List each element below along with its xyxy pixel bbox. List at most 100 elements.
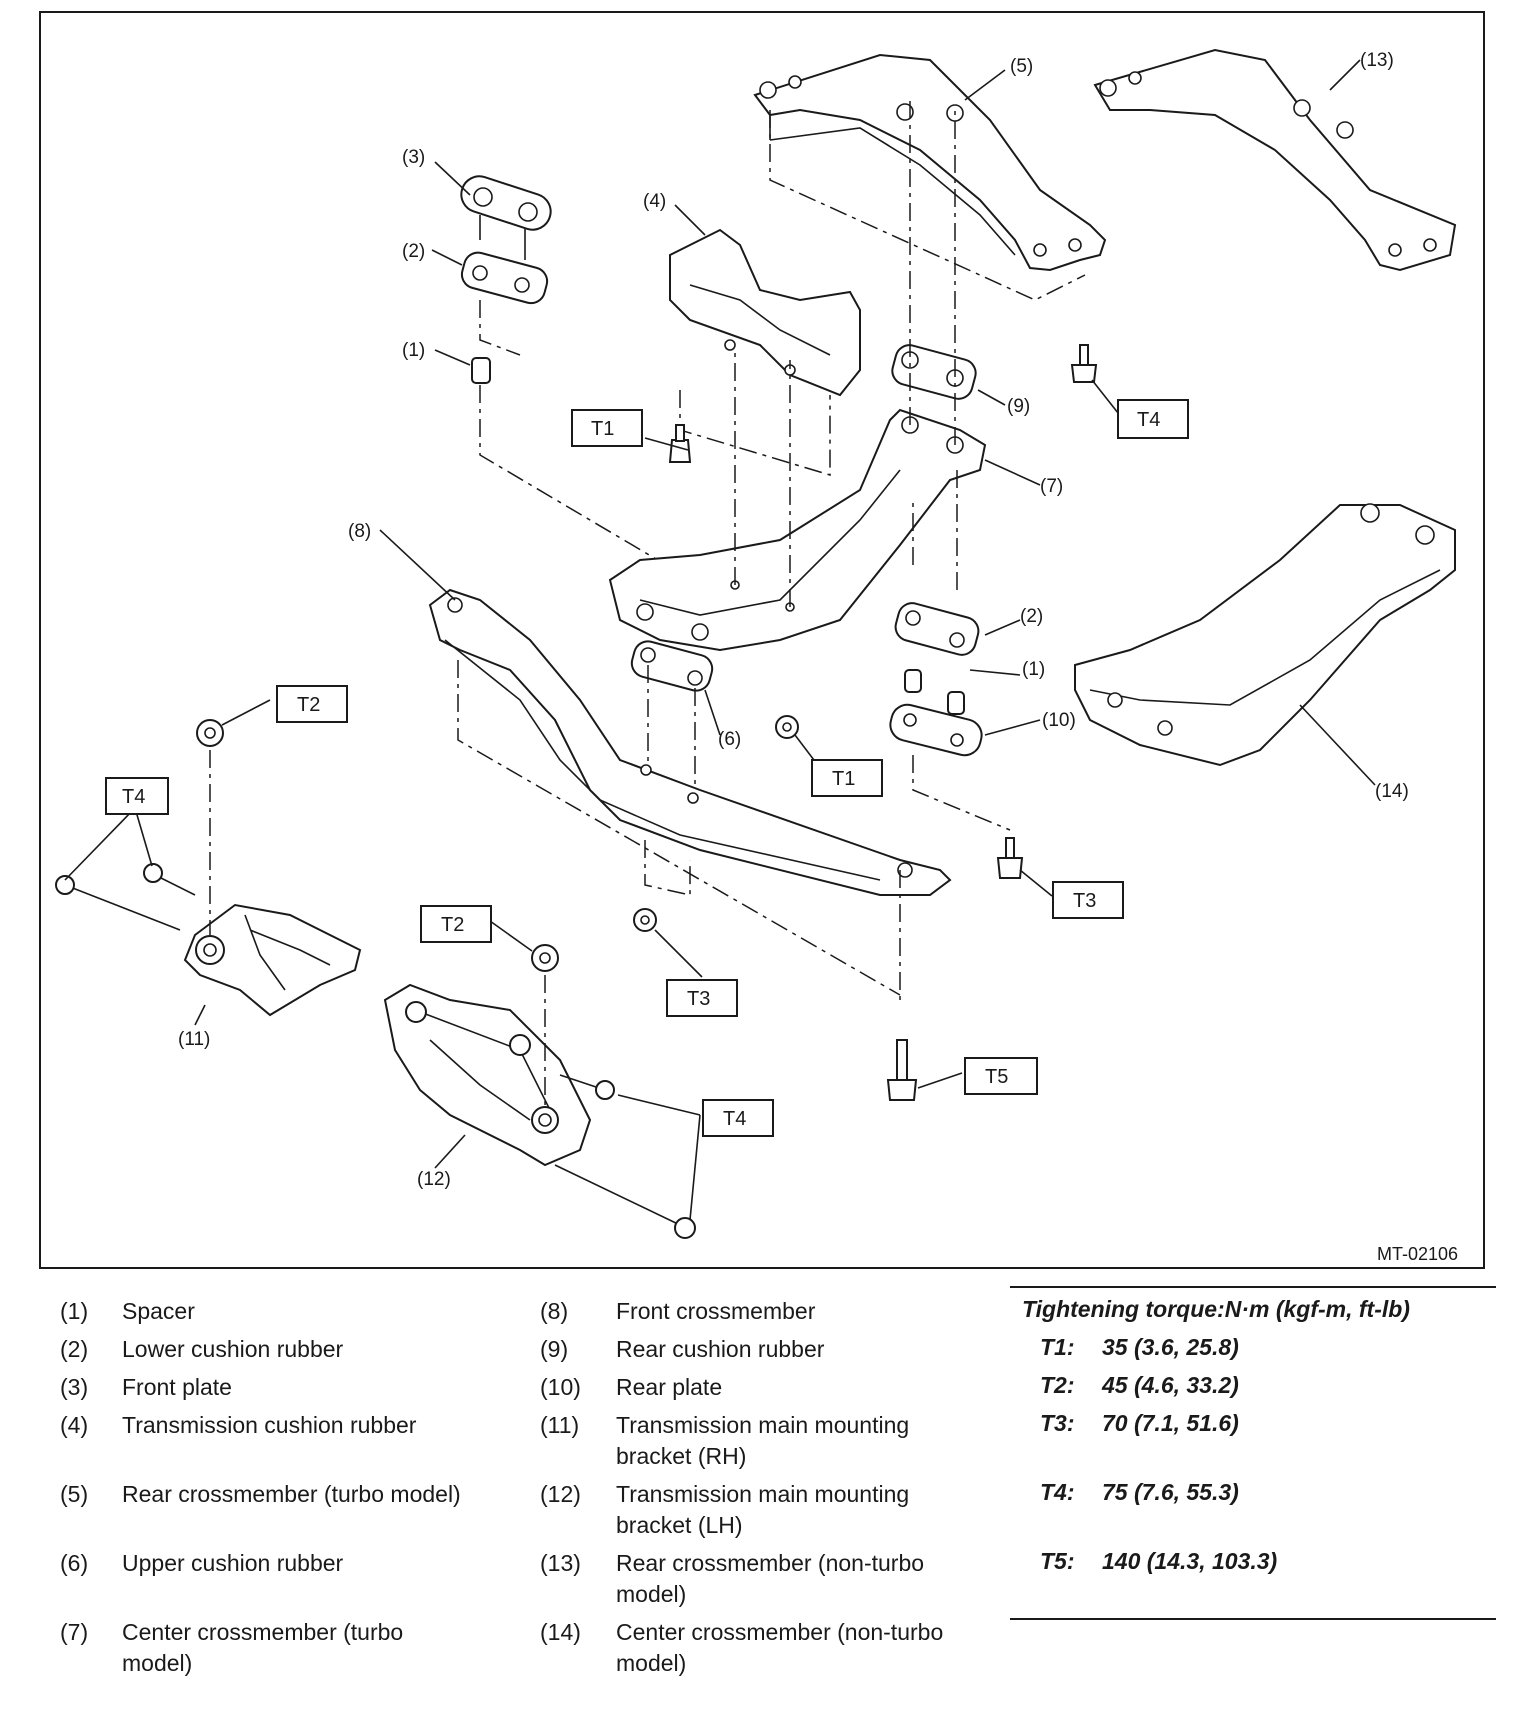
- torque-box-t1-upper: T1: [571, 409, 643, 447]
- bolt-t4-upper-right: [1070, 344, 1098, 383]
- legend-item-6: (6) Upper cushion rubber: [60, 1548, 522, 1579]
- torque-value: 45 (4.6, 33.2): [1102, 1372, 1239, 1398]
- legend-item-13: (13) Rear crossmember (non-turbo model): [540, 1548, 966, 1610]
- legend-text: Front crossmember: [616, 1298, 816, 1324]
- svg-text:T2: T2: [441, 914, 464, 936]
- legend-text: Rear cushion rubber: [616, 1336, 825, 1362]
- legend-text: Transmission cushion rubber: [122, 1412, 417, 1438]
- legend-item-5: (5)Rear crossmember (turbo model): [60, 1479, 522, 1510]
- svg-text:T1: T1: [832, 768, 855, 790]
- svg-text:T2: T2: [297, 694, 320, 716]
- callout-13: (13): [1360, 50, 1394, 71]
- legend-item-14: (14)Center crossmember (non-turbo model): [540, 1617, 976, 1679]
- legend-text: Front plate: [122, 1374, 232, 1400]
- upper-cushion-rubber: [630, 640, 714, 800]
- legend-num: (4): [60, 1412, 89, 1438]
- nut-t2-left: [196, 719, 224, 747]
- callout-9: (9): [1007, 396, 1030, 417]
- callout-14: (14): [1375, 781, 1409, 802]
- legend-text: Center crossmember (turbo model): [122, 1619, 404, 1676]
- lower-cushion-rubber-left: [460, 251, 549, 356]
- legend-item-2: (2)Lower cushion rubber: [60, 1334, 522, 1365]
- torque-row-t5: T5: 140 (14.3, 103.3): [1040, 1548, 1277, 1575]
- exploded-view-diagram: (1) (2) (3) (4) (5) (13) (9) (7) (8) (6)…: [39, 11, 1485, 1269]
- callout-1-right: (1): [1022, 659, 1045, 680]
- legend-text: Transmission main mounting bracket (RH): [616, 1412, 910, 1469]
- spacer-left: [471, 357, 701, 586]
- legend-num: (8): [540, 1298, 569, 1324]
- legend-num: (5): [60, 1481, 89, 1507]
- legend-item-9: (9)Rear cushion rubber: [540, 1334, 996, 1365]
- legend-num: (6): [60, 1550, 89, 1576]
- legend-text: Upper cushion rubber: [122, 1550, 344, 1576]
- legend-text: Rear plate: [616, 1374, 723, 1400]
- svg-text:T4: T4: [723, 1108, 746, 1130]
- callout-4: (4): [643, 191, 666, 212]
- legend-text: Center crossmember (non-turbo model): [616, 1619, 944, 1676]
- callout-7: (7): [1040, 476, 1063, 497]
- rear-plate: [889, 703, 1011, 831]
- torque-key: T4:: [1040, 1479, 1075, 1505]
- callout-2-left: (2): [402, 241, 425, 262]
- legend-text: Transmission main mounting bracket (LH): [616, 1481, 910, 1538]
- callout-2-right: (2): [1020, 606, 1043, 627]
- torque-box-t4-lower: T4: [702, 1099, 774, 1137]
- torque-box-t3-right: T3: [1052, 881, 1124, 919]
- svg-text:T4: T4: [1137, 409, 1160, 431]
- legend-text: Rear crossmember (non-turbo model): [616, 1550, 925, 1607]
- callout-10: (10): [1042, 710, 1076, 731]
- svg-text:T1: T1: [591, 418, 614, 440]
- torque-row-t3: T3: 70 (7.1, 51.6): [1040, 1410, 1239, 1437]
- torque-box-t4-upper: T4: [1117, 399, 1189, 439]
- torque-value: 140 (14.3, 103.3): [1102, 1548, 1278, 1574]
- svg-text:T4: T4: [122, 786, 145, 808]
- torque-table-bottom-rule: [1010, 1618, 1496, 1620]
- rear-crossmember-non-turbo: [1093, 48, 1457, 272]
- mounting-bracket-lh: [383, 975, 696, 1239]
- legend-num: (10): [540, 1374, 581, 1400]
- spacer-right: [904, 669, 965, 715]
- torque-key: T5:: [1040, 1548, 1075, 1574]
- figure-id: MT-02106: [1377, 1244, 1458, 1264]
- legend-text: Lower cushion rubber: [122, 1336, 344, 1362]
- torque-box-t2-left: T2: [276, 685, 348, 723]
- legend-num: (1): [60, 1298, 89, 1324]
- torque-value: 35 (3.6, 25.8): [1102, 1334, 1239, 1360]
- torque-box-t5: T5: [964, 1057, 1038, 1095]
- diagram-frame: [39, 11, 1485, 1269]
- svg-text:T5: T5: [985, 1066, 1008, 1088]
- torque-table-heading: Tightening torque:N·m (kgf-m, ft-lb): [1022, 1296, 1410, 1322]
- torque-table-top-rule: [1010, 1286, 1496, 1288]
- mounting-bracket-rh: [55, 750, 362, 1017]
- torque-row-t4: T4: 75 (7.6, 55.3): [1040, 1479, 1239, 1506]
- leader-lines: [64, 59, 1376, 1221]
- legend-item-7: (7)Center crossmember (turbo model): [60, 1617, 462, 1679]
- callout-8: (8): [348, 521, 371, 542]
- nut-t1-lower: [775, 715, 799, 739]
- legend-item-4: (4) Transmission cushion rubber: [60, 1410, 522, 1441]
- torque-row-t1: T1: 35 (3.6, 25.8): [1040, 1334, 1239, 1361]
- callout-1-left: (1): [402, 340, 425, 361]
- svg-text:T3: T3: [687, 988, 710, 1010]
- legend-num: (12): [540, 1481, 581, 1507]
- legend-item-8: (8) Front crossmember: [540, 1296, 996, 1327]
- callout-11: (11): [178, 1029, 210, 1050]
- legend-num: (13): [540, 1550, 581, 1576]
- legend-item-11: (11)Transmission main mounting bracket (…: [540, 1410, 946, 1472]
- torque-value: 70 (7.1, 51.6): [1102, 1410, 1239, 1436]
- callout-5: (5): [1010, 56, 1033, 77]
- legend-num: (3): [60, 1374, 89, 1400]
- torque-key: T3:: [1040, 1410, 1075, 1436]
- torque-key: T1:: [1040, 1334, 1075, 1360]
- rear-crossmember-turbo: [753, 53, 1107, 301]
- lower-cushion-rubber-right: [894, 470, 980, 656]
- torque-value: 75 (7.6, 55.3): [1102, 1479, 1239, 1505]
- legend-text: Spacer: [122, 1298, 195, 1324]
- rear-cushion-rubber: [891, 344, 977, 400]
- callout-6: (6): [718, 729, 741, 750]
- front-crossmember: [428, 588, 952, 1000]
- transmission-cushion-rubber: [669, 228, 861, 477]
- bolt-t3-right: [996, 837, 1024, 879]
- callout-12: (12): [417, 1169, 451, 1190]
- center-crossmember-turbo: [608, 100, 987, 652]
